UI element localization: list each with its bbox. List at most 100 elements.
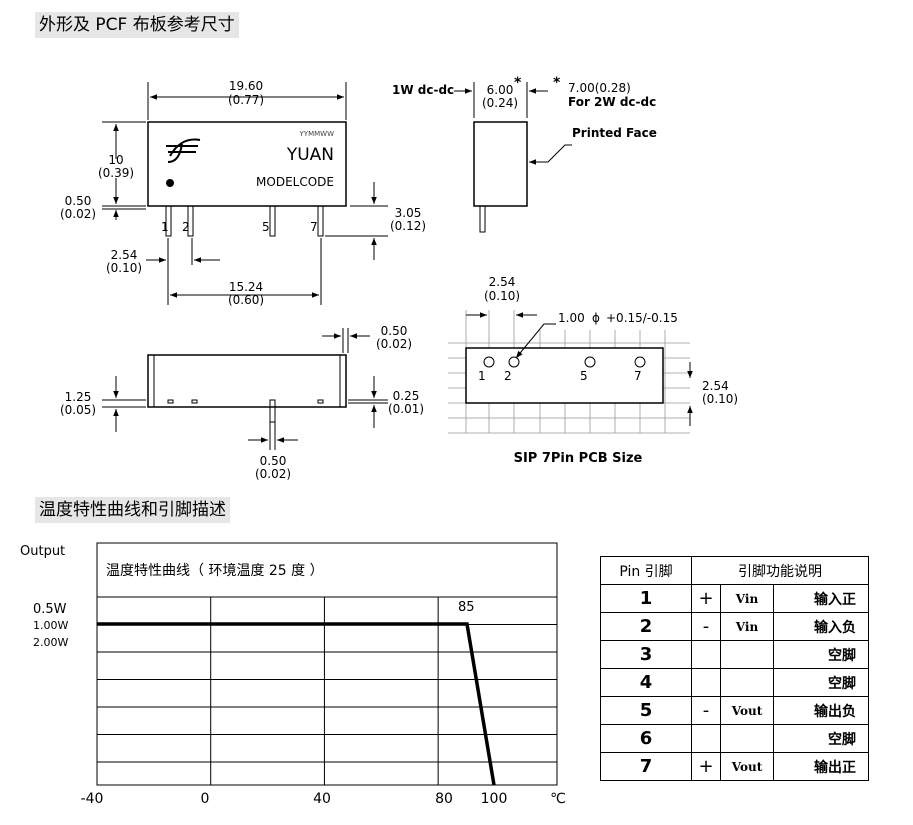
module-body-side [473,121,528,207]
front-width-in: (0.77) [228,93,264,107]
pcb-pitch-in: (0.10) [484,289,520,303]
pin-number: 5 [600,696,692,725]
printed-face-label: Printed Face [572,126,657,140]
pin-number: 6 [600,724,692,753]
brand-logo-icon [166,138,201,163]
chart-ylabel: Output [20,544,65,559]
pcb-footprint [465,347,664,404]
front-pinlen-mm: 3.05 [395,206,422,220]
pin-signal: Vout [720,696,774,725]
front-pin-label: 7 [310,220,318,234]
pin-signal [720,640,774,669]
front-height-mm: 10 [108,153,123,167]
chart-title: 温度特性曲线（ 环境温度 25 度 ） [106,563,324,579]
front-standoff-in: (0.02) [60,207,96,221]
chart-y-label: 1.00W [33,619,68,632]
front-pin-label: 1 [161,220,169,234]
pin-sign: - [691,612,721,641]
pcb-pitch-mm: 2.54 [489,275,516,289]
side-2w-label: For 2W dc-dc [568,95,656,109]
pcb-caption: SIP 7Pin PCB Size [514,451,643,466]
pin-function: 空脚 [773,724,869,753]
module-body-front [147,121,347,207]
side-thick-2w: 7.00(0.28) [568,81,631,95]
side-asterisk: * [514,75,522,91]
pcb-row-in: (0.10) [702,392,738,406]
pin-signal: Vin [720,584,774,613]
pin-signal: Vin [720,612,774,641]
pcb-hole-tol: +0.15/-0.15 [606,311,678,325]
pin-sign: - [691,696,721,725]
pin-number: 1 [600,584,692,613]
pin-sign [691,668,721,697]
chart-x-tick: 80 [435,791,453,807]
table-row: 6 空脚 [600,724,869,753]
side-thick-1w: 6.00 [487,83,514,97]
curve-section-title: 温度特性曲线和引脚描述 [35,497,230,523]
pin-number: 2 [600,612,692,641]
temperature-derating-chart: Output 温度特性曲线（ 环境温度 25 度 ） 0.5W 1.00W 2.00… [20,542,566,807]
module-body-bottom [147,354,347,408]
header-function: 引脚功能说明 [691,556,869,585]
pin-signal [720,668,774,697]
chart-x-tick: -40 [81,791,104,807]
table-header-row: Pin 引脚 引脚功能说明 [600,556,869,585]
pin-function: 空脚 [773,668,869,697]
bottom-pinb-in: (0.02) [255,467,291,481]
bottom-offset-mm: 1.25 [65,390,92,404]
pin-number: 3 [600,640,692,669]
pin-sign [691,640,721,669]
pcb-hole-size: 1.00 [558,311,585,325]
pin-sign: + [691,584,721,613]
derating-curve [97,622,496,786]
pcb-hole-phi: ϕ [592,311,600,325]
pin-sign [691,724,721,753]
bottom-offset-in: (0.05) [60,403,96,417]
chart-y-label: 0.5W [33,602,67,617]
pcb-pin-label: 7 [634,369,642,383]
pin-signal: Vout [720,752,774,781]
header-pin: Pin 引脚 [600,556,692,585]
front-pin-label: 5 [262,220,270,234]
pcb-pin-label: 1 [478,369,486,383]
front-height-in: (0.39) [98,166,134,180]
side-1w-label: 1W dc-dc [392,83,454,97]
pin-number: 4 [600,668,692,697]
outline-section-title: 外形及 PCF 布板参考尺寸 [35,12,239,38]
pin-sign: + [691,752,721,781]
pcb-row-mm: 2.54 [702,379,729,393]
pin-function: 输入负 [773,612,869,641]
brand-text: YUAN [286,145,334,165]
chart-x-tick: 0 [201,791,210,807]
bottom-pint-in: (0.01) [388,402,424,416]
bottom-pint-mm: 0.25 [393,389,420,403]
chart-frame [96,542,558,786]
front-pin-label: 2 [182,220,190,234]
front-span-in: (0.60) [228,293,264,307]
table-row: 4 空脚 [600,668,869,697]
front-pitch-in: (0.10) [106,261,142,275]
chart-x-unit: ℃ [550,791,566,807]
chart-y-label: 2.00W [33,636,68,649]
side-thick-1w-in: (0.24) [482,96,518,110]
bottom-pinb-mm: 0.50 [260,454,287,468]
pin-function: 输入正 [773,584,869,613]
date-code: YYMMWW [299,130,335,138]
chart-x-tick: 40 [313,791,331,807]
side-asterisk: * [553,75,561,91]
mechanical-drawing: 19.60 (0.77) 10 (0.39) 0.50 (0.02) 3.05 … [60,75,738,481]
chart-x-tick: 100 [481,791,508,807]
model-text: MODELCODE [256,175,334,189]
bottom-pinw-mm: 0.50 [381,324,408,338]
front-width-mm: 19.60 [229,79,263,93]
bottom-pinw-in: (0.02) [376,337,412,351]
front-span-mm: 15.24 [229,280,263,294]
front-pitch-mm: 2.54 [111,248,138,262]
front-pinlen-in: (0.12) [390,219,426,233]
chart-annotation: 85 [458,600,475,615]
